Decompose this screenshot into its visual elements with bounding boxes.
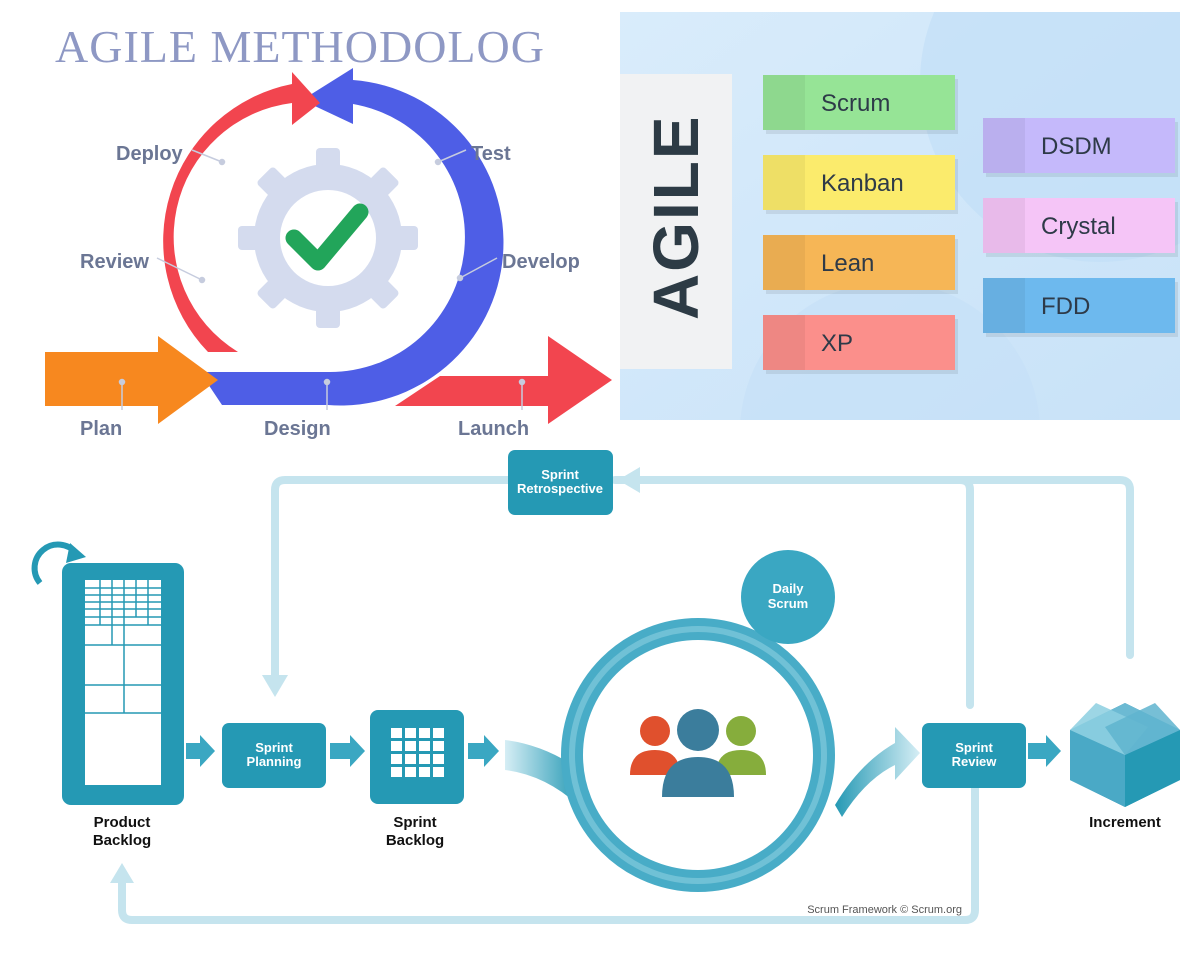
sticky-note-kanban: Kanban <box>763 155 958 214</box>
stage-deploy-label: Deploy <box>116 143 184 165</box>
sprint-planning-label-1: Sprint <box>255 740 293 755</box>
red-loop-arrow <box>163 72 320 352</box>
feedback-loops <box>118 476 1134 924</box>
agile-methodology-panel: AGILE METHODOLOG <box>0 0 620 445</box>
sprint-backlog-icon <box>370 710 464 804</box>
sticky-note-label: Scrum <box>821 90 890 117</box>
sticky-note-dsdm: DSDM <box>983 118 1178 177</box>
daily-scrum-label-1: Daily <box>772 581 804 596</box>
scrum-framework-panel: Sprint Retrospective Product Backlog <box>0 445 1200 960</box>
sticky-note-xp: XP <box>763 315 958 374</box>
retro-arrowhead <box>618 467 640 493</box>
sticky-note-scrum: Scrum <box>763 75 958 134</box>
sprint-planning-label-2: Planning <box>247 754 302 769</box>
sticky-note-label: Kanban <box>821 170 904 197</box>
launch-arrow <box>395 336 612 424</box>
planning-arrowhead <box>262 675 288 697</box>
sprint-retrospective-label-2: Retrospective <box>517 481 603 496</box>
sticky-note-label: Crystal <box>1041 213 1116 240</box>
sprint-review-box: Sprint Review <box>922 723 1026 788</box>
sticky-note-crystal: Crystal <box>983 198 1178 257</box>
sprint-wave-in <box>505 740 580 805</box>
stage-launch-label: Launch <box>458 418 529 440</box>
sprint-planning-box: Sprint Planning <box>222 723 326 788</box>
sprint-backlog-label-2: Backlog <box>386 832 444 849</box>
scrum-credit: Scrum Framework © Scrum.org <box>807 904 962 916</box>
sprint-retrospective-label-1: Sprint <box>541 467 579 482</box>
product-backlog-label-2: Backlog <box>93 832 151 849</box>
sticky-note-lean: Lean <box>763 235 958 294</box>
leader-lines <box>118 149 526 410</box>
backlog-arrowhead <box>110 863 134 883</box>
agile-banner <box>620 74 732 369</box>
sprint-wave-out <box>835 727 920 817</box>
scrum-framework-diagram: Sprint Retrospective Product Backlog <box>31 450 1180 924</box>
stage-design-label: Design <box>264 418 331 440</box>
sprint-review-label-2: Review <box>952 754 998 769</box>
methodology-title: AGILE METHODOLOG <box>55 21 545 72</box>
sticky-note-label: FDD <box>1041 293 1090 320</box>
sprint-cycle <box>561 618 835 892</box>
sprint-retrospective-box: Sprint Retrospective <box>508 450 613 515</box>
increment-box-icon <box>1070 703 1180 807</box>
sprint-backlog-label-1: Sprint <box>393 814 436 831</box>
sticky-note-fdd: FDD <box>983 278 1178 337</box>
sprint-review-label-1: Sprint <box>955 740 993 755</box>
agile-heading: AGILE <box>640 114 712 320</box>
daily-scrum-bubble: Daily Scrum <box>741 550 835 644</box>
plan-arrow <box>45 336 218 424</box>
daily-scrum-label-2: Scrum <box>768 596 808 611</box>
sticky-note-label: XP <box>821 330 853 357</box>
flow-arrows <box>186 735 1061 767</box>
sticky-note-label: DSDM <box>1041 133 1112 160</box>
stage-develop-label: Develop <box>502 251 580 273</box>
agile-cycle-diagram: AGILE METHODOLOG <box>45 21 612 440</box>
stage-plan-label: Plan <box>80 418 122 440</box>
sticky-note-label: Lean <box>821 250 874 277</box>
product-backlog-icon <box>31 541 184 805</box>
checkmark-icon <box>285 203 369 271</box>
stage-review-label: Review <box>80 251 149 273</box>
team-icon <box>630 709 766 797</box>
product-backlog-label-1: Product <box>94 814 151 831</box>
stage-test-label: Test <box>471 143 511 165</box>
increment-label: Increment <box>1089 814 1161 831</box>
